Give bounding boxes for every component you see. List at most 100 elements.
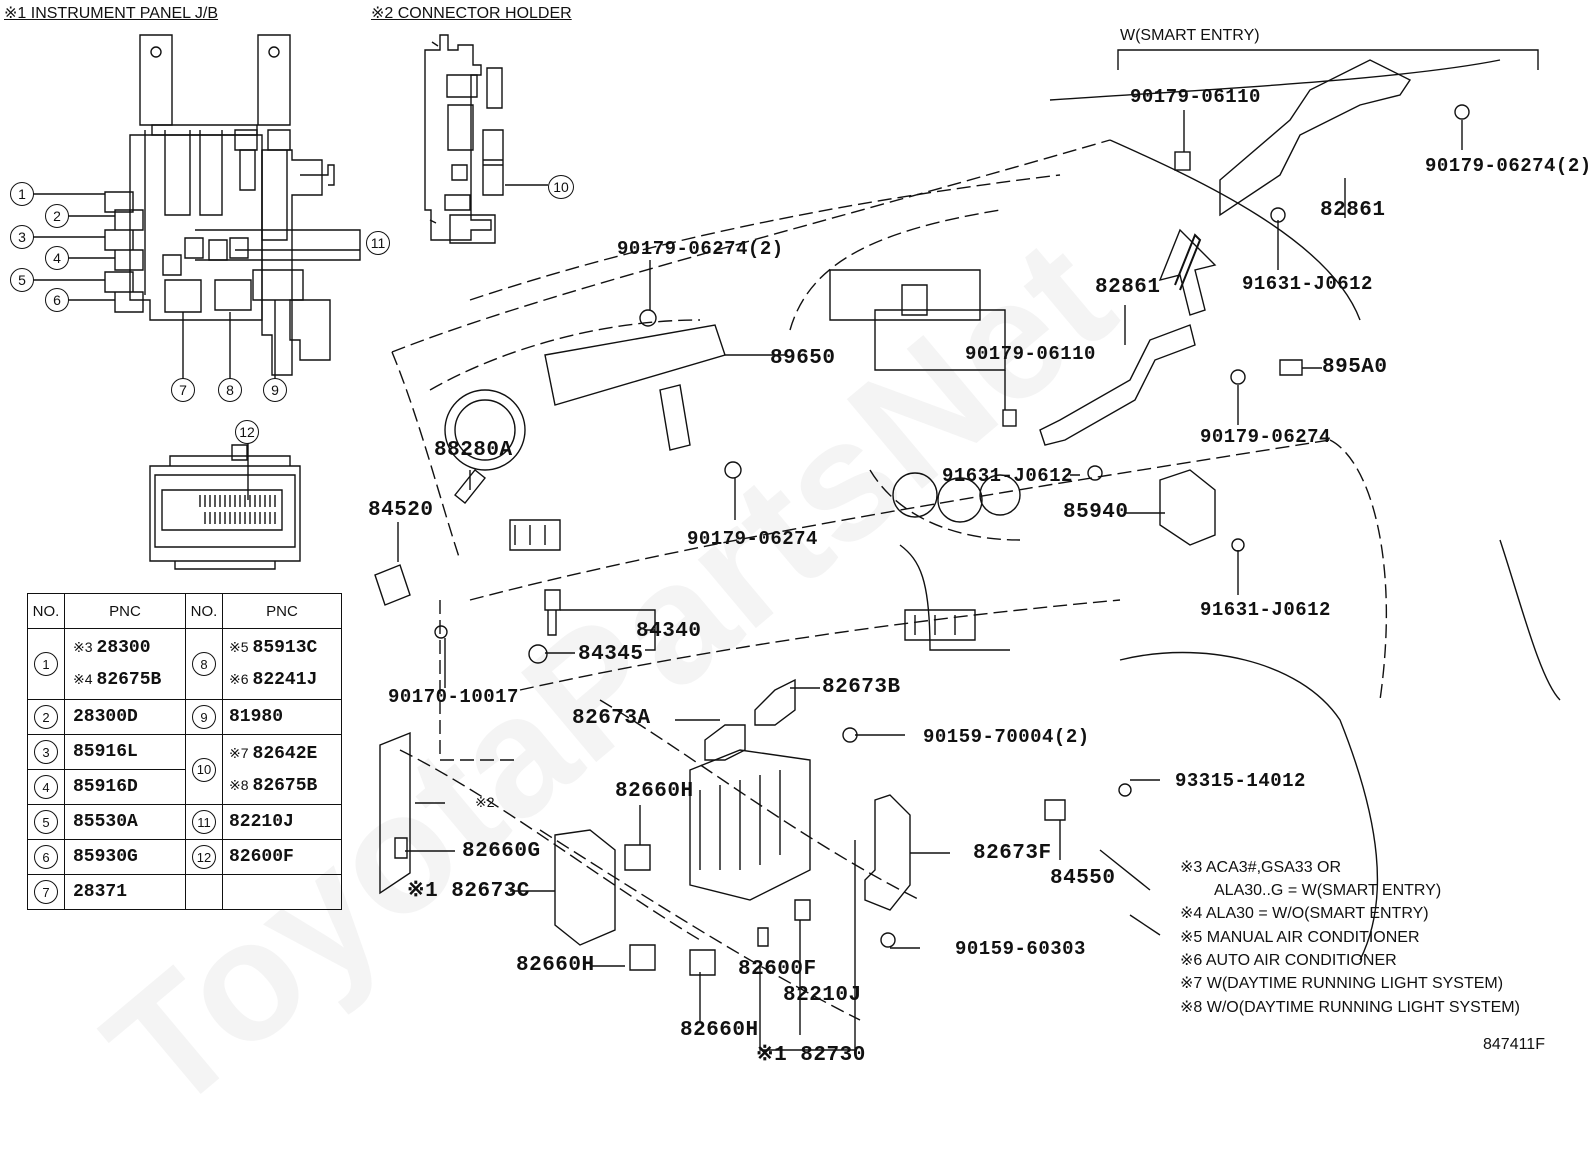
part-label-84550[interactable]: 84550 [1050,867,1116,890]
row-no-9[interactable]: 9 [192,705,216,729]
callout-1[interactable]: 1 [10,182,34,206]
pnc-value[interactable]: 82675B [96,670,162,690]
note-mark: ※4 [73,671,93,687]
callout-12[interactable]: 12 [235,420,259,444]
row-no-3[interactable]: 3 [34,740,58,764]
part-label-84340[interactable]: 84340 [636,620,702,643]
part-label-91631-j0612[interactable]: 91631-J0612 [1242,273,1373,295]
row-no-1[interactable]: 1 [34,652,58,676]
part-label-85940[interactable]: 85940 [1063,501,1129,524]
part-label-82673b[interactable]: 82673B [822,676,901,699]
connector-holder-drawing [424,34,548,244]
part-label-895a0[interactable]: 895A0 [1322,356,1388,379]
callout-6[interactable]: 6 [45,288,69,312]
part-label-88280a[interactable]: 88280A [434,439,513,462]
pnc-value[interactable]: 85913C [252,638,318,658]
table-row: 5 85530A 11 82210J [27,804,342,840]
note-mark: ※5 [229,639,249,655]
callout-11[interactable]: 11 [366,231,390,255]
empty-cell [222,874,342,910]
note-7: ※7 W(DAYTIME RUNNING LIGHT SYSTEM) [1180,975,1504,992]
row-no-2[interactable]: 2 [34,705,58,729]
part-label-82861[interactable]: 82861 [1095,276,1161,299]
part-label-90179-06110[interactable]: 90179-06110 [965,343,1096,365]
part-label-82730[interactable]: ※1 82730 [756,1044,866,1067]
header-no-right: NO. [185,593,223,629]
header-no-left: NO. [27,593,65,629]
row-no-8[interactable]: 8 [192,652,216,676]
note-mark: ※8 [229,776,249,793]
part-label-82660h[interactable]: 82660H [615,780,694,803]
row-no-10[interactable]: 10 [192,757,216,782]
header-pnc-left: PNC [64,593,186,629]
note-3: ※3 ACA3#,GSA33 OR [1180,859,1342,876]
row-no-6[interactable]: 6 [34,845,58,869]
part-label-91631-j0612[interactable]: 91631-J0612 [942,465,1073,487]
part-label-90159-70004-2[interactable]: 90159-70004(2) [923,726,1090,748]
callout-8[interactable]: 8 [218,378,242,402]
part-label-82673a[interactable]: 82673A [572,707,651,730]
part-label-90179-06274-2[interactable]: 90179-06274(2) [1425,155,1592,177]
part-label-89650[interactable]: 89650 [770,347,836,370]
callout-5[interactable]: 5 [10,268,34,292]
empty-cell [185,874,223,910]
exploded-diagram-art [33,34,1561,1051]
part-label-82660g[interactable]: 82660G [462,840,541,863]
part-label-82660h[interactable]: 82660H [680,1019,759,1042]
table-row: 2 28300D 9 81980 [27,699,342,735]
part-label-90179-06110[interactable]: 90179-06110 [1130,86,1261,108]
pnc-value[interactable]: 28300 [96,638,151,658]
dashboard-outline [391,139,1388,1021]
pnc-value[interactable]: 82675B [252,775,318,796]
pnc-value[interactable]: 85916L [64,734,186,770]
callout-3[interactable]: 3 [10,225,34,249]
pnc-value[interactable]: 85916D [64,769,186,805]
note-8: ※8 W/O(DAYTIME RUNNING LIGHT SYSTEM) [1180,999,1520,1016]
part-label-90159-60303[interactable]: 90159-60303 [955,938,1086,960]
leader-lines [397,49,1539,1051]
row-no-4[interactable]: 4 [34,775,58,799]
row-no-5[interactable]: 5 [34,810,58,834]
row-no-11[interactable]: 11 [192,810,216,834]
pnc-value[interactable]: 82241J [252,670,318,690]
part-label-90179-06274-2[interactable]: 90179-06274(2) [617,238,784,260]
part-label-82673c[interactable]: ※1 82673C [407,880,530,903]
pnc-value[interactable]: 85530A [64,804,186,840]
note-mark: ※3 [73,639,93,655]
part-label-90179-06274[interactable]: 90179-06274 [687,528,818,550]
pnc-value[interactable]: 85930G [64,839,186,875]
row-no-12[interactable]: 12 [192,845,216,869]
callout-2[interactable]: 2 [45,204,69,228]
callout-7[interactable]: 7 [171,378,195,402]
part-label-82600f[interactable]: 82600F [738,958,817,981]
connector-holder-ref: ※2 [475,794,495,810]
pnc-value[interactable]: 28300D [64,699,186,735]
callout-9[interactable]: 9 [263,378,287,402]
pnc-value[interactable]: 81980 [222,699,342,735]
dashboard-solid [444,59,1561,961]
header-pnc-right: PNC [222,593,342,629]
module-12-drawing [149,440,301,570]
pnc-value[interactable]: 82642E [252,743,318,764]
part-label-84520[interactable]: 84520 [368,499,434,522]
part-label-82660h[interactable]: 82660H [516,954,595,977]
pnc-value[interactable]: 28371 [64,874,186,910]
pnc-value[interactable]: 82600F [222,839,342,875]
callout-10[interactable]: 10 [548,175,574,199]
callout-4[interactable]: 4 [45,246,69,270]
connector-holder-title: ※2 CONNECTOR HOLDER [371,5,572,22]
part-label-93315-14012[interactable]: 93315-14012 [1175,770,1306,792]
part-label-90170-10017[interactable]: 90170-10017 [388,686,519,708]
part-label-82673f[interactable]: 82673F [973,842,1052,865]
part-label-82861-bracket[interactable]: 82861 [1320,199,1386,222]
part-label-91631-j0612[interactable]: 91631-J0612 [1200,599,1331,621]
part-label-84345[interactable]: 84345 [578,643,644,666]
row-no-7[interactable]: 7 [34,880,58,904]
part-label-82210j[interactable]: 82210J [783,984,862,1007]
pnc-value[interactable]: 82210J [222,804,342,840]
part-label-90179-06274[interactable]: 90179-06274 [1200,426,1331,448]
note-4: ※4 ALA30 = W/O(SMART ENTRY) [1180,905,1429,922]
